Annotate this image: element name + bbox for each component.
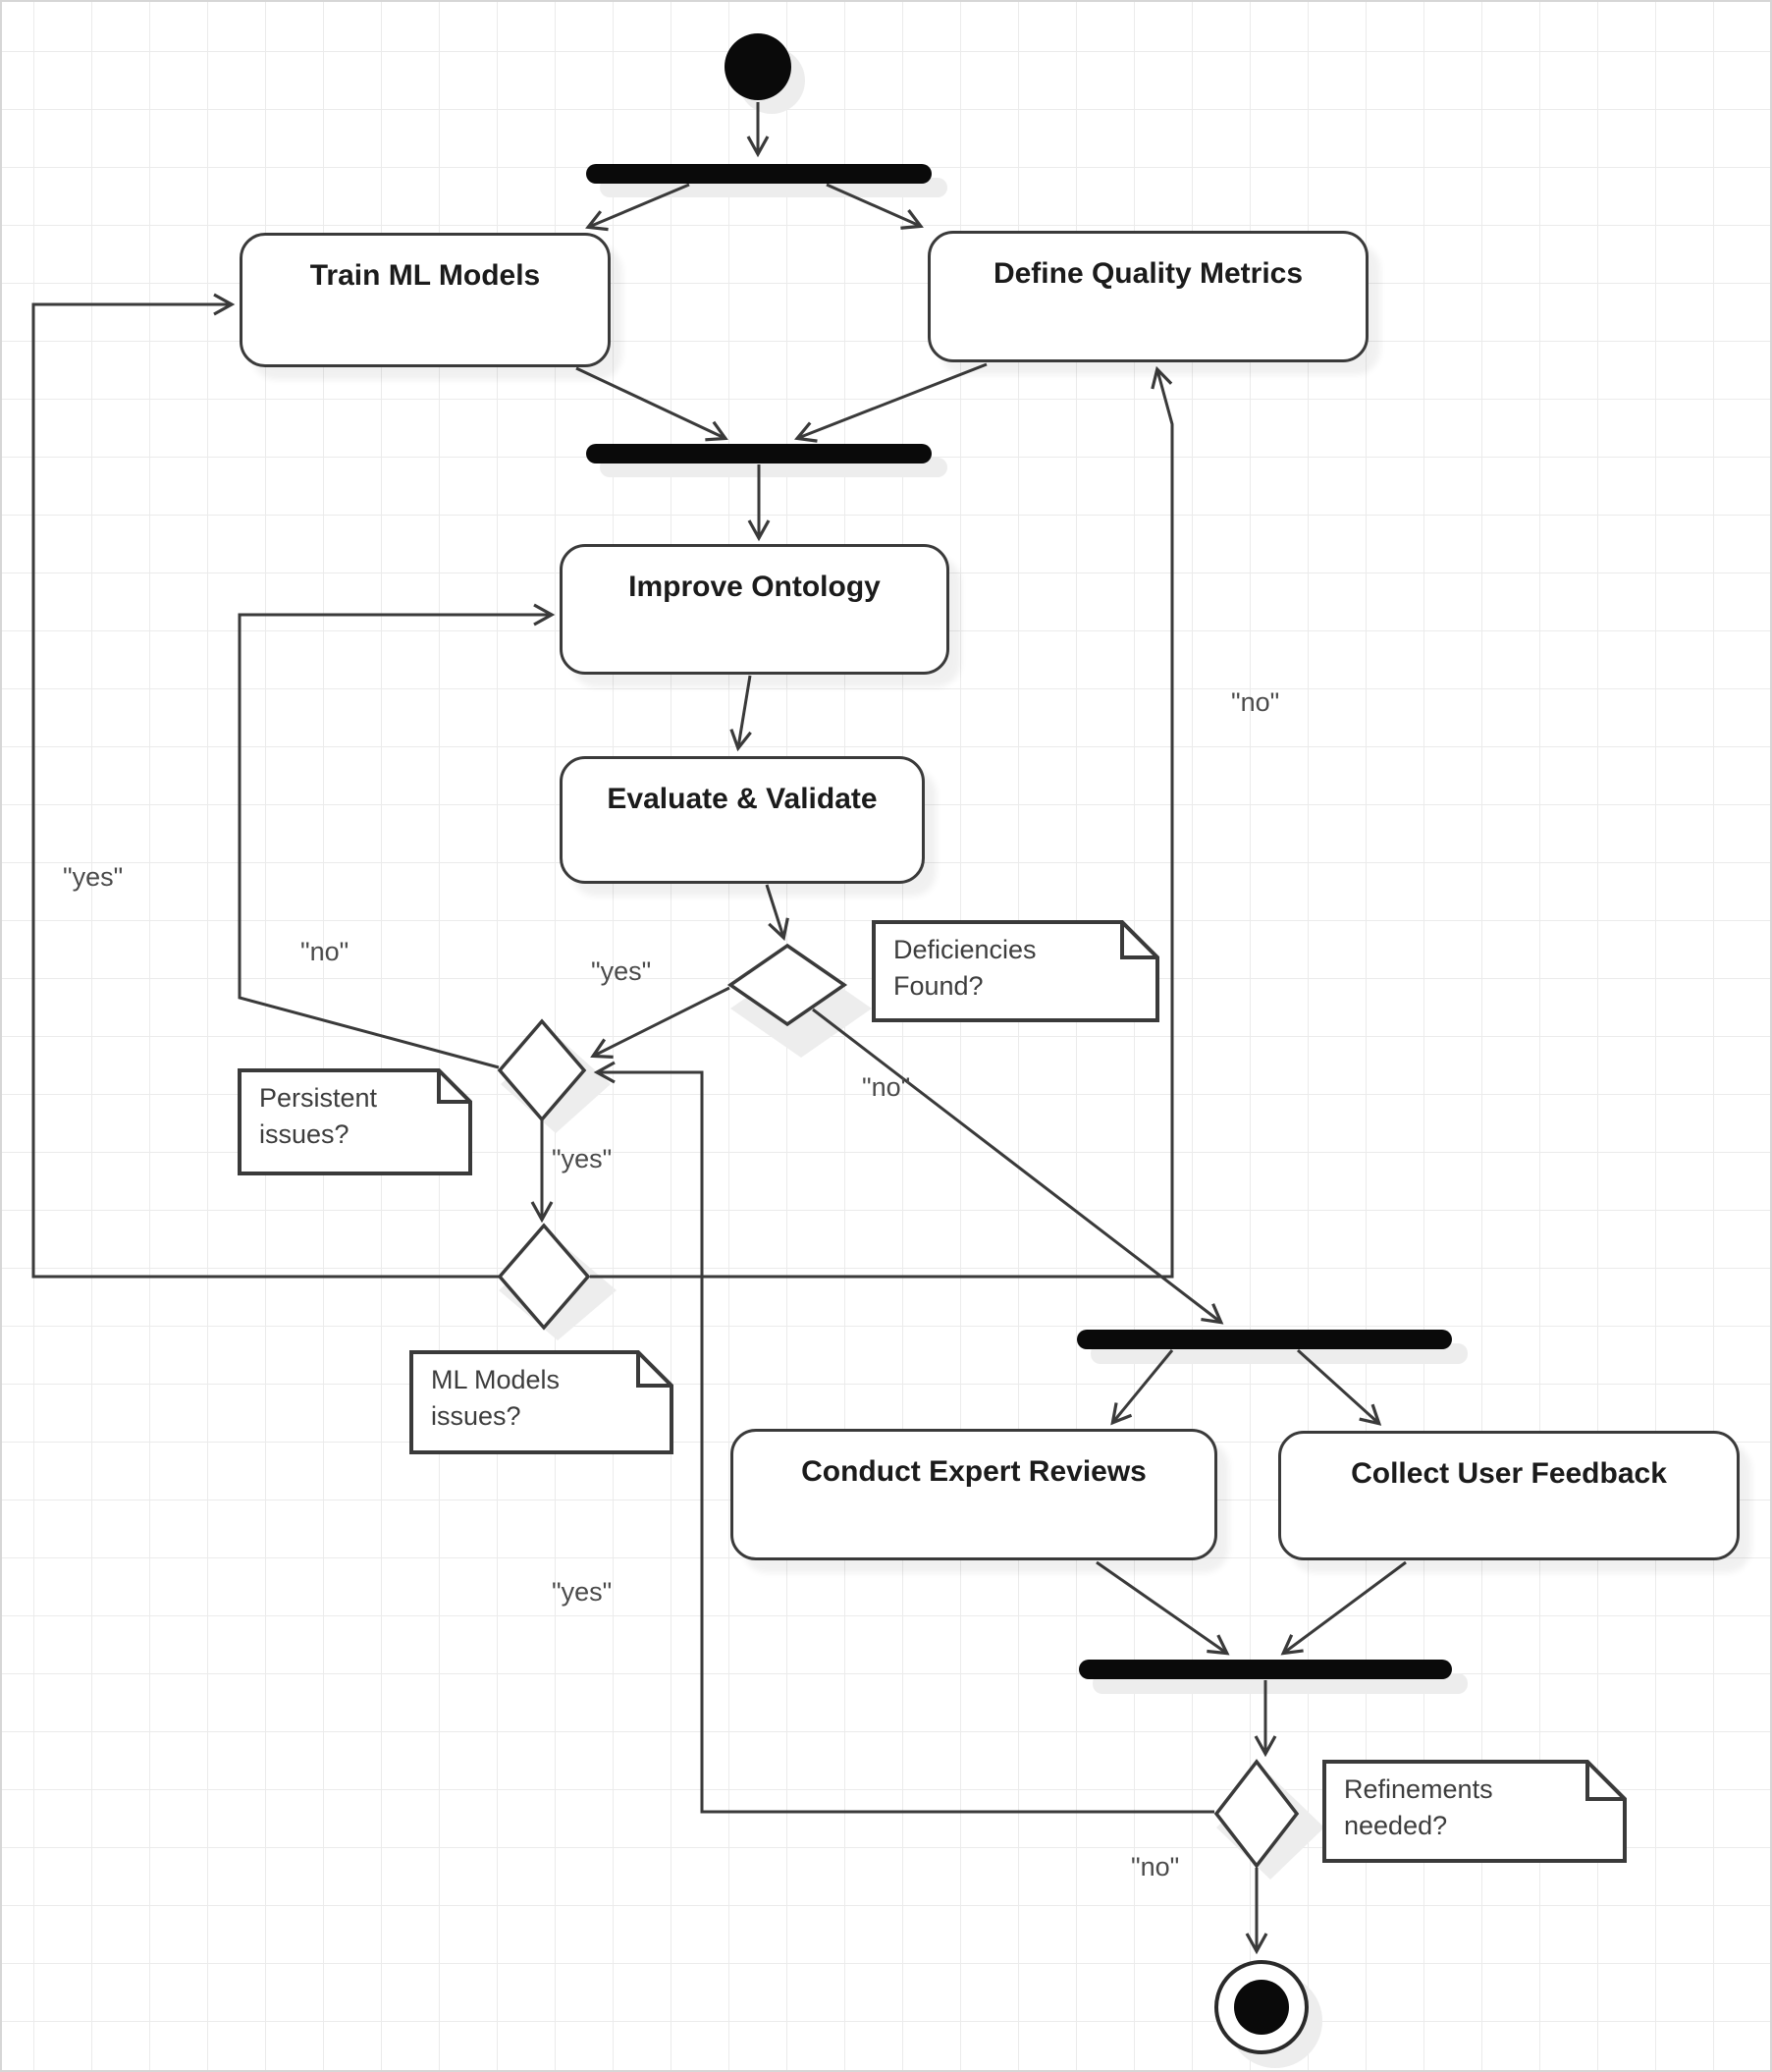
note-persistent-issues: Persistent issues?: [240, 1070, 470, 1173]
edge-collect-user-feedback-to-join4: [1280, 1560, 1407, 1656]
edge-persistent-no-to-improve-ontology: [238, 603, 556, 1069]
edge-evaluate-validate-to-deficiencies-decision: [765, 884, 789, 942]
edge-label-yes-to-train-ml-models: "yes": [63, 862, 124, 892]
edge-label-yes-persistent-issues: "yes": [552, 1144, 613, 1173]
edge-label-no-to-define-quality: "no": [1231, 687, 1280, 717]
edge-fork3-to-collect-user-feedback: [1296, 1348, 1382, 1426]
note-ml-models-issues: ML Models issues?: [411, 1352, 671, 1452]
activity-conduct-expert-reviews: Conduct Expert Reviews: [730, 1429, 1217, 1560]
activity-train-ml-models: Train ML Models: [240, 233, 611, 367]
note-line: issues?: [431, 1401, 521, 1431]
activity-collect-user-feedback: Collect User Feedback: [1278, 1431, 1740, 1560]
note-line: Found?: [893, 971, 984, 1001]
decision-deficiencies-found: [726, 943, 848, 1027]
join-bar-2: [586, 444, 932, 463]
edge-improve-ontology-to-evaluate-validate: [729, 675, 752, 752]
edge-define-quality-metrics-to-join2: [793, 362, 988, 443]
edge-fork1-to-train-ml-models: [585, 183, 690, 232]
note-line: Refinements: [1344, 1774, 1493, 1804]
edge-label-yes-deficiencies-found: "yes": [591, 956, 652, 986]
edge-conduct-expert-reviews-to-join4: [1096, 1560, 1230, 1656]
activity-define-quality-metrics: Define Quality Metrics: [928, 231, 1369, 362]
note-line: Deficiencies: [893, 935, 1037, 964]
note-line: ML Models: [431, 1365, 561, 1394]
edge-label-no-to-improve-ontology: "no": [300, 937, 349, 966]
note-refinements-needed: Refinements needed?: [1324, 1762, 1625, 1861]
activity-evaluate-validate: Evaluate & Validate: [560, 756, 925, 884]
note-deficiencies-found: Deficiencies Found?: [874, 922, 1157, 1020]
initial-node: [725, 33, 791, 100]
note-persistent-issues-shape: [238, 1068, 472, 1175]
edge-deficiencies-yes-to-persistent-decision: [590, 986, 730, 1059]
fork-bar-3: [1077, 1330, 1452, 1349]
edge-refinements-yes-to-persistent-decision: [593, 1061, 1214, 1814]
note-refinements-needed-shape: [1322, 1760, 1627, 1863]
decision-ml-models-issues: [497, 1223, 591, 1331]
edge-deficiencies-no-to-fork3: [812, 1008, 1224, 1325]
edge-mlmodels-yes-to-train-ml-models: [31, 293, 499, 1279]
fork-bar-1: [586, 164, 932, 184]
decision-refinements-needed: [1213, 1759, 1300, 1869]
note-ml-models-issues-shape: [409, 1350, 673, 1454]
final-node: [1214, 1960, 1309, 2054]
note-line: issues?: [259, 1119, 349, 1149]
edge-train-ml-models-to-join2: [575, 366, 728, 442]
edge-label-no-deficiencies-found: "no": [862, 1072, 911, 1102]
edge-label-no-refinements-needed: "no": [1131, 1852, 1180, 1881]
edge-fork3-to-conduct-expert-reviews: [1110, 1349, 1174, 1426]
edge-label-yes-refinements-needed: "yes": [552, 1577, 613, 1607]
note-line: Persistent: [259, 1083, 378, 1113]
edge-fork1-to-define-quality-metrics: [826, 183, 924, 230]
note-line: needed?: [1344, 1811, 1448, 1840]
join-bar-4: [1079, 1660, 1452, 1679]
edge-mlmodels-no-to-define-quality-metrics: [590, 365, 1174, 1279]
note-deficiencies-found-shape: [872, 920, 1159, 1022]
decision-persistent-issues: [497, 1018, 587, 1122]
activity-improve-ontology: Improve Ontology: [560, 544, 949, 675]
